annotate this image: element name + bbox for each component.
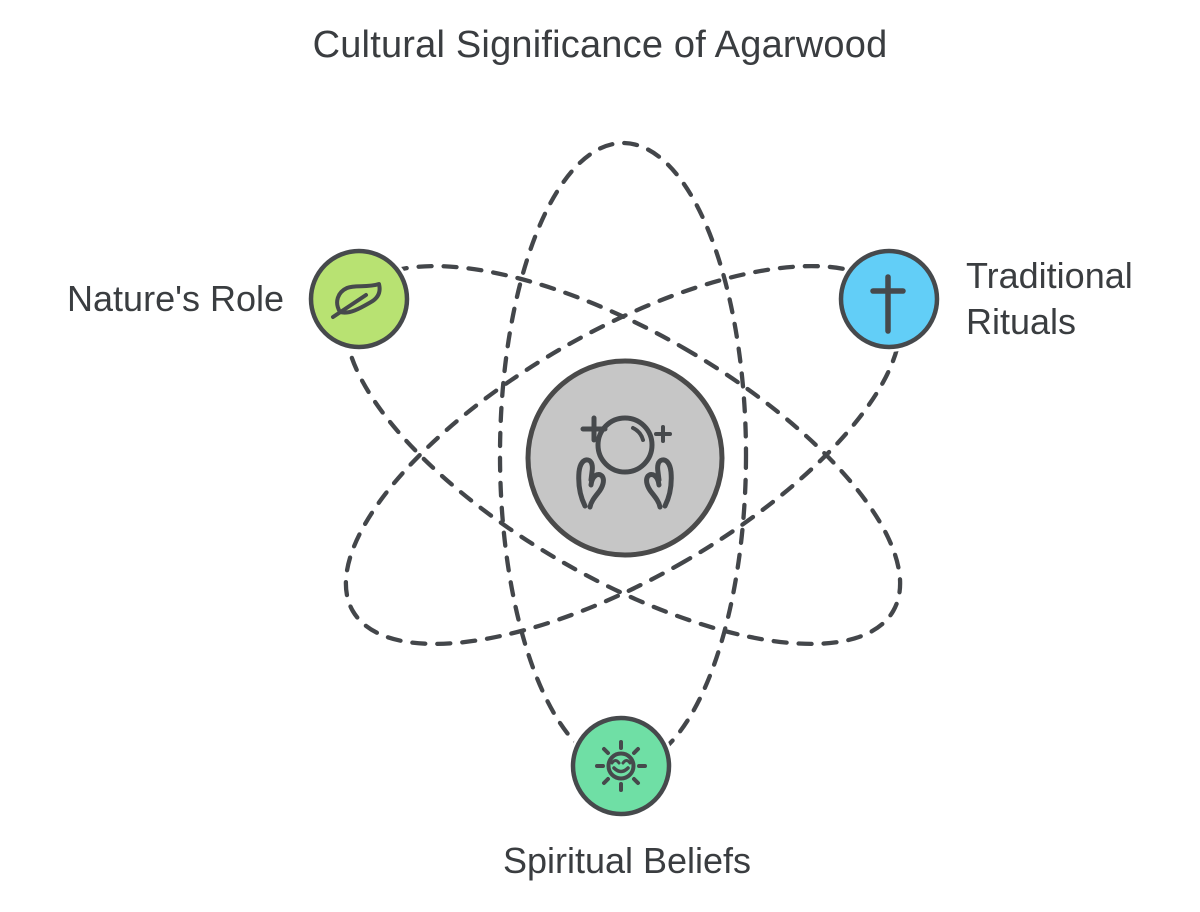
node-rituals xyxy=(836,246,942,352)
node-label-spiritual: Spiritual Beliefs xyxy=(502,840,752,881)
sun-rays xyxy=(595,740,647,792)
leaf-stem xyxy=(331,293,368,319)
leaf-icon xyxy=(331,282,382,319)
node-label-nature: Nature's Role xyxy=(67,278,284,319)
crystal-ball-hands-icon xyxy=(576,415,674,510)
node-label-rituals: Traditional Rituals xyxy=(966,255,1133,342)
sun-eyes xyxy=(610,759,632,765)
cross-icon xyxy=(870,274,906,334)
center-node xyxy=(525,358,725,558)
sun-mouth xyxy=(612,766,630,774)
sparkle-large xyxy=(580,415,608,443)
sun-smile-icon xyxy=(595,740,647,792)
node-spiritual-circle xyxy=(570,715,672,817)
crystal-ball-sphere xyxy=(595,415,655,475)
sparkle-small xyxy=(654,425,672,443)
cross-lines xyxy=(870,274,906,334)
sun-disc xyxy=(606,751,636,781)
node-nature xyxy=(306,246,412,352)
page-title: Cultural Significance of Agarwood xyxy=(312,24,888,66)
node-spiritual xyxy=(568,713,674,819)
leaf-body xyxy=(335,282,382,315)
left-hand xyxy=(576,457,606,510)
crystal-ball-highlight xyxy=(631,426,645,442)
right-hand xyxy=(644,457,674,510)
